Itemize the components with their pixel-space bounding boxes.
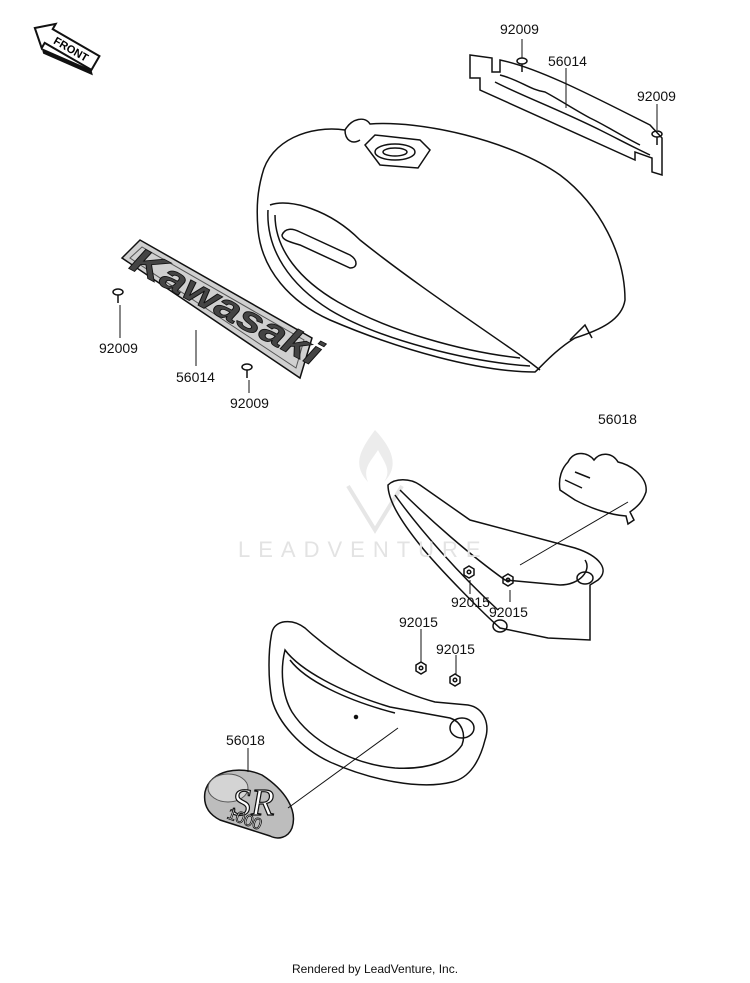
callout-92009-left: 92009 xyxy=(99,340,138,356)
callout-92009-top: 92009 xyxy=(500,21,539,37)
tank-rear-strip xyxy=(469,54,663,177)
side-cover-lower xyxy=(268,620,488,786)
callout-92015-c: 92015 xyxy=(399,614,438,630)
front-arrow-icon: FRONT xyxy=(33,22,101,76)
watermark-logo-icon xyxy=(346,430,404,534)
callout-56014-top: 56014 xyxy=(548,53,587,69)
callout-92015-b: 92015 xyxy=(489,604,528,620)
leader-line xyxy=(287,727,399,809)
nut-icon xyxy=(415,661,461,687)
footer-credit: Rendered by LeadVenture, Inc. xyxy=(291,962,459,976)
callout-92009-lower: 92009 xyxy=(230,395,269,411)
sr1000-emblem-letters: SR xyxy=(232,782,274,824)
callout-56018-upper: 56018 xyxy=(598,411,637,427)
side-cover-upper xyxy=(387,479,604,641)
callout-92015-d: 92015 xyxy=(436,641,475,657)
callout-56014-left: 56014 xyxy=(176,369,215,385)
screw-icon xyxy=(112,288,253,378)
kawasaki-emblem: Kawasaki xyxy=(120,238,330,380)
leader-line xyxy=(519,501,629,566)
callout-92015-a: 92015 xyxy=(451,594,490,610)
callout-56018-lower: 56018 xyxy=(226,732,265,748)
callout-92009-right: 92009 xyxy=(637,88,676,104)
nut-icon xyxy=(463,565,514,587)
leader-lines xyxy=(119,39,658,772)
watermark-text: LEADVENTURE xyxy=(238,537,489,562)
fuel-tank xyxy=(256,118,626,373)
side-cover-emblem-plate xyxy=(558,452,647,526)
sr1000-emblem: SR 1000 xyxy=(203,769,295,839)
kawasaki-emblem-text: Kawasaki xyxy=(124,239,330,374)
